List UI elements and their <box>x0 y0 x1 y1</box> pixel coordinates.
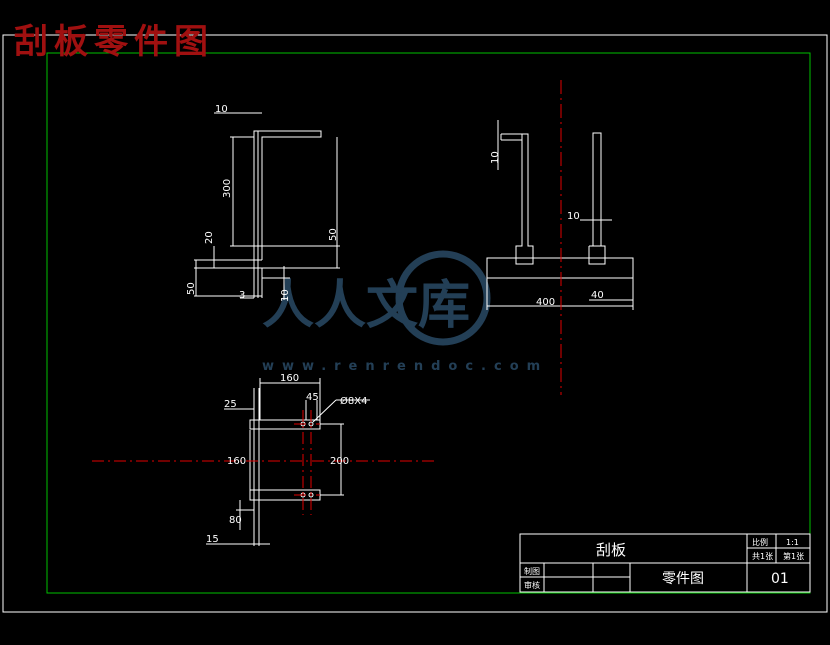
dim-top-bottom-width: 15 <box>206 534 219 545</box>
side-left-post <box>501 133 534 265</box>
top-view-centerlines <box>92 410 435 515</box>
dim-front-top: 10 <box>215 104 228 115</box>
outer-frame <box>2 34 828 613</box>
dim-front-thickness: 10 <box>280 289 291 302</box>
dim-top-left: 25 <box>224 399 237 410</box>
dim-side-foot: 40 <box>591 290 604 301</box>
dim-side-stub: 10 <box>490 151 501 164</box>
side-view-dims: 10 10 400 40 <box>490 151 604 308</box>
dim-top-hole: Ø8X4 <box>340 395 367 407</box>
dim-front-bottom-left: 50 <box>186 282 197 295</box>
ratio-value: 1:1 <box>786 538 799 547</box>
side-right-post <box>592 132 602 247</box>
watermark: 人人文库 www.renrendoc.com <box>262 250 548 374</box>
title-block-text: 刮板 比例 1:1 共1张 第1张 制图 审核 零件图 01 <box>524 537 804 590</box>
top-view-dims: 160 25 45 Ø8X4 160 200 80 15 <box>206 373 367 545</box>
side-base <box>486 257 634 279</box>
sheet-count-label: 共1张 <box>752 552 773 561</box>
drawn-by-label: 制图 <box>524 566 540 576</box>
front-l-profile <box>253 130 322 260</box>
dim-side-width: 400 <box>536 297 555 308</box>
drawing-number: 01 <box>771 571 789 587</box>
dim-top-height-left: 160 <box>227 456 246 467</box>
sheet-number-label: 第1张 <box>783 551 804 561</box>
drawing-name: 零件图 <box>662 571 704 587</box>
dim-front-small: 3 <box>239 290 245 301</box>
dim-front-height: 300 <box>222 179 233 198</box>
drawing-border <box>46 52 811 594</box>
drawing-title-overlay: 刮板零件图 <box>14 22 214 62</box>
part-name: 刮板 <box>596 541 626 559</box>
dim-front-gap: 20 <box>204 231 215 244</box>
ratio-label: 比例 <box>752 537 768 547</box>
checked-by-label: 审核 <box>524 580 540 590</box>
dim-side-wall: 10 <box>567 211 580 222</box>
dim-top-bottom: 80 <box>229 515 242 526</box>
dim-front-right: 50 <box>328 228 339 241</box>
front-view-dims: 10 300 20 50 50 3 10 <box>186 104 339 302</box>
dim-top-height-right: 200 <box>330 456 349 467</box>
dim-top-span: 45 <box>306 392 319 403</box>
watermark-text: 人人文库 <box>262 276 470 336</box>
watermark-url: www.renrendoc.com <box>262 359 548 374</box>
front-view <box>194 112 340 300</box>
side-view <box>486 120 634 310</box>
title-block <box>519 533 811 593</box>
dim-top-top: 160 <box>280 373 299 384</box>
